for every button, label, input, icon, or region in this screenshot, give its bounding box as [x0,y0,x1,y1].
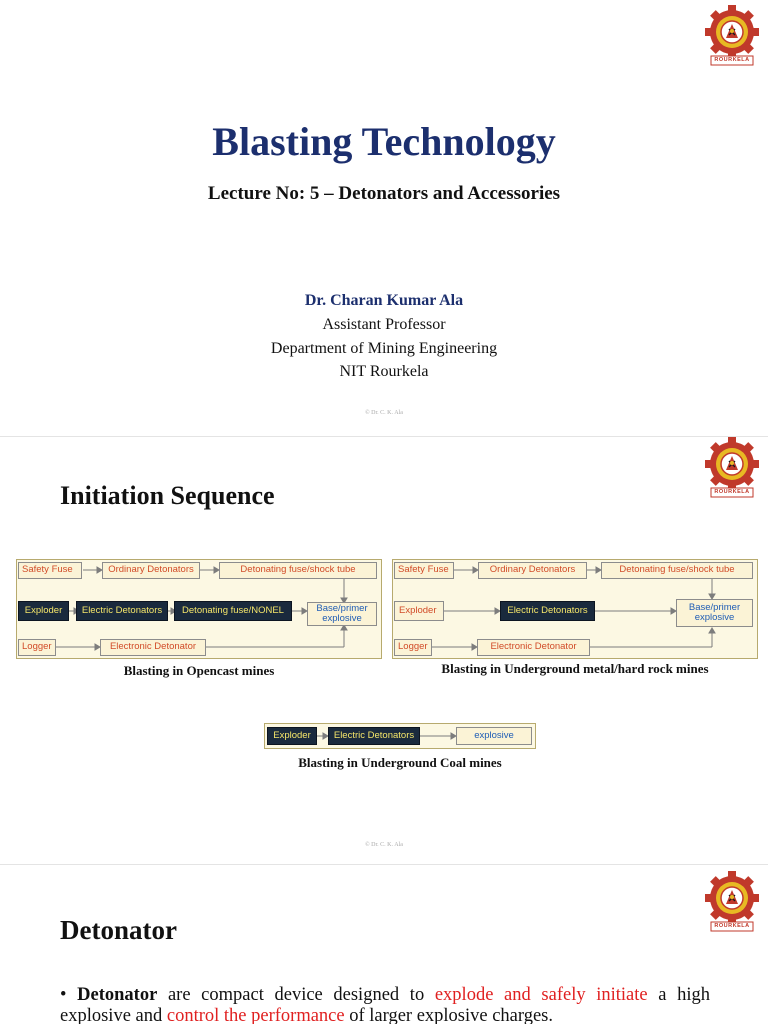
slide-heading: Initiation Sequence [60,481,275,510]
base-primer-explosive-box: Base/primer explosive [307,602,377,626]
detonator-slide: ROURKELA Detonator • Detonator are compa… [0,865,768,1024]
bullet-marker: • [60,985,67,1005]
bullet-highlight-control: control the performance [166,1006,345,1024]
coal-mine-caption: Blasting in Underground Coal mines [298,755,502,770]
opencast-caption: Blasting in Opencast mines [123,663,275,678]
slide-divider [0,864,768,865]
copyright-note: © Dr. C. K. Ala [365,842,403,848]
electronic-detonator-box: Electronic Detonator [100,639,206,656]
detonator-definition-bullet: • Detonator are compact device designed … [60,985,710,1024]
nit-rourkela-logo-icon: ROURKELA [704,871,760,933]
author-position: Assistant Professor [322,316,446,333]
bullet-text-part1: are compact device designed to [157,985,435,1005]
logo-ribbon-text: ROURKELA [714,923,750,929]
coal-mine-initiation-diagram: Exploder Electric Detonators explosive [264,723,536,749]
electronic-detonator-box: Electronic Detonator [477,639,590,656]
author-name: Dr. Charan Kumar Ala [304,292,464,309]
safety-fuse-box: Safety Fuse [394,562,454,579]
logger-box: Logger [18,639,56,656]
underground-metal-caption: Blasting in Underground metal/hard rock … [441,661,709,676]
author-institute: NIT Rourkela [339,363,429,380]
base-primer-explosive-box: Base/primer explosive [676,599,753,627]
bullet-term: Detonator [77,985,158,1005]
presentation-title: Blasting Technology [212,119,556,164]
flow-arrows [432,566,716,651]
logger-box: Logger [394,639,432,656]
lecture-subtitle: Lecture No: 5 – Detonators and Accessori… [207,183,561,204]
detonating-fuse-nonel-box: Detonating fuse/NONEL [174,601,292,621]
detonating-fuse-shock-tube-box: Detonating fuse/shock tube [601,562,753,579]
bullet-text-part3: of larger explosive charges. [344,1006,554,1024]
ordinary-detonators-box: Ordinary Detonators [478,562,587,579]
slide-heading: Detonator [60,915,177,945]
exploder-box: Exploder [267,727,317,745]
nit-rourkela-logo-icon: ROURKELA [704,437,760,499]
copyright-note: © Dr. C. K. Ala [365,410,403,416]
detonating-fuse-shock-tube-box: Detonating fuse/shock tube [219,562,377,579]
safety-fuse-box: Safety Fuse [18,562,82,579]
electric-detonators-box: Electric Detonators [500,601,595,621]
slide-divider [0,436,768,437]
logo-ribbon-text: ROURKELA [714,57,750,63]
initiation-sequence-slide: ROURKELA Initiation Sequence Safety Fuse… [0,437,768,864]
flow-arrows [56,566,348,651]
logo-ribbon-text: ROURKELA [714,489,750,495]
opencast-initiation-diagram: Safety Fuse Ordinary Detonators Detonati… [16,559,382,659]
electric-detonators-box: Electric Detonators [328,727,420,745]
author-department: Department of Mining Engineering [270,340,498,357]
exploder-box: Exploder [394,601,444,621]
title-slide: ROURKELA Blasting Technology Lecture No:… [0,0,768,436]
bullet-text-part2: a high explosive and [60,985,711,1024]
nit-rourkela-logo-icon: ROURKELA [704,5,760,67]
exploder-box: Exploder [18,601,69,621]
explosive-box: explosive [456,727,532,745]
ordinary-detonators-box: Ordinary Detonators [102,562,200,579]
bullet-highlight-explode: explode and safely initiate [434,985,648,1005]
underground-metal-initiation-diagram: Safety Fuse Ordinary Detonators Detonati… [392,559,758,659]
electric-detonators-box: Electric Detonators [76,601,168,621]
flow-arrows [317,732,457,740]
